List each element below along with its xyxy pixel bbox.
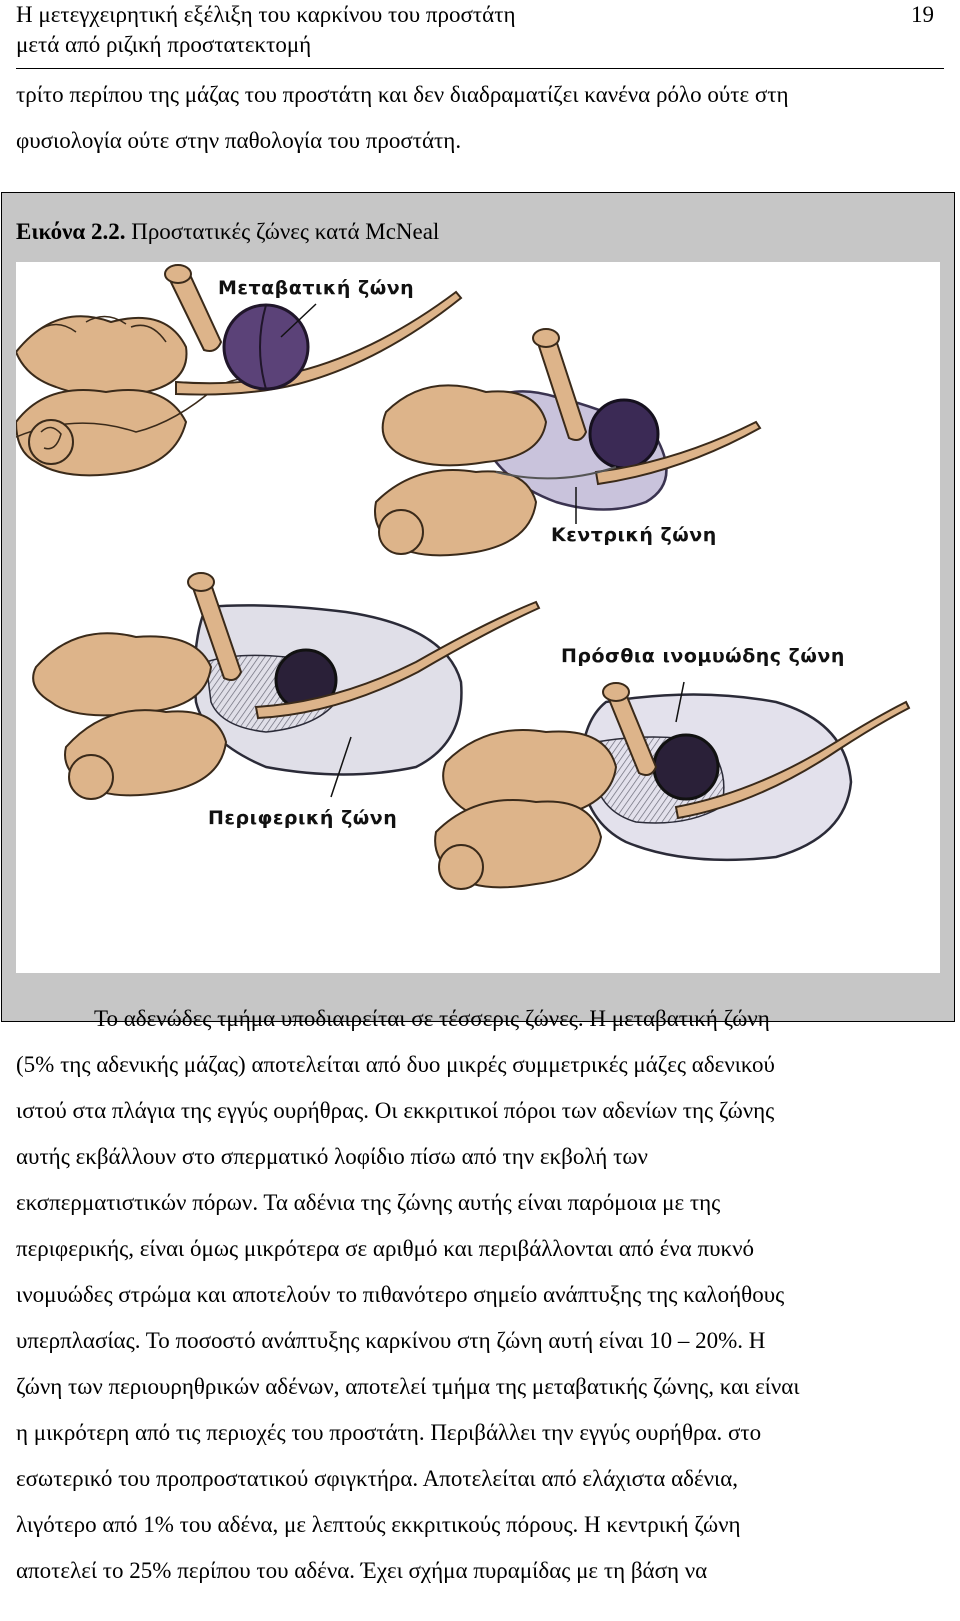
zone-label-peripheral: Περιφερική ζώνη xyxy=(208,807,398,829)
text-line: ιστού στα πλάγια της εγγύς ουρήθρας. Οι … xyxy=(16,1098,775,1123)
running-title-line-2: μετά από ριζική προστατεκτομή xyxy=(16,32,312,57)
text-line: εκσπερματιστικών πόρων. Τα αδένια της ζώ… xyxy=(16,1190,721,1215)
figure-caption: Εικόνα 2.2. Προστατικές ζώνες κατά McNea… xyxy=(16,217,439,247)
running-title: Η μετεγχειρητική εξέλιξη του καρκίνου το… xyxy=(16,0,515,60)
anterior-zone-diagram xyxy=(434,681,911,890)
text-line: περιφερικής, είναι όμως μικρότερα σε αρι… xyxy=(16,1236,754,1261)
zone-label-central: Κεντρική ζώνη xyxy=(551,524,717,546)
zone-label-transition: Μεταβατική ζώνη xyxy=(218,277,415,299)
peripheral-zone-diagram xyxy=(32,572,541,800)
text-line: λιγότερο από 1% του αδένα, με λεπτούς εκ… xyxy=(16,1512,741,1537)
figure-caption-text: Προστατικές ζώνες κατά McNeal xyxy=(131,219,440,244)
figure-label: Εικόνα 2.2. xyxy=(16,219,126,244)
text-line: (5% της αδενικής μάζας) αποτελείται από … xyxy=(16,1052,775,1077)
transition-zone-diagram xyxy=(14,264,463,477)
running-title-line-1: Η μετεγχειρητική εξέλιξη του καρκίνου το… xyxy=(16,2,516,27)
text-line: ινομυώδες στρώμα και αποτελούν το πιθανό… xyxy=(16,1282,785,1307)
central-zone-diagram xyxy=(374,328,762,557)
text-line: αυτής εκβάλλουν στο σπερματικό λοφίδιο π… xyxy=(16,1144,648,1169)
text-line: εσωτερικό του προπροστατικού σφιγκτήρα. … xyxy=(16,1466,739,1491)
intro-paragraph: τρίτο περίπου της μάζας του προστάτη και… xyxy=(16,72,936,164)
text-line: η μικρότερη από τις περιοχές του προστάτ… xyxy=(16,1420,762,1445)
text-line: φυσιολογία ούτε στην παθολογία του προστ… xyxy=(16,128,462,153)
running-header: Η μετεγχειρητική εξέλιξη του καρκίνου το… xyxy=(16,0,944,69)
text-line: Το αδενώδες τμήμα υποδιαιρείται σε τέσσε… xyxy=(94,1006,770,1031)
page-number: 19 xyxy=(911,2,934,27)
body-paragraph: Το αδενώδες τμήμα υποδιαιρείται σε τέσσε… xyxy=(16,996,936,1594)
text-line: τρίτο περίπου της μάζας του προστάτη και… xyxy=(16,82,789,107)
prostate-zones-illustration xyxy=(14,264,911,890)
figure-illustration: Μεταβατική ζώνη Κεντρική ζώνη Πρόσθια ιν… xyxy=(14,262,940,973)
text-line: ζώνη των περιουρηθρικών αδένων, αποτελεί… xyxy=(16,1374,800,1399)
text-line: υπερπλασίας. Το ποσοστό ανάπτυξης καρκίν… xyxy=(16,1328,766,1353)
text-line: αποτελεί το 25% περίπου του αδένα. Έχει … xyxy=(16,1558,708,1583)
zone-label-anterior: Πρόσθια ινομυώδης ζώνη xyxy=(561,645,845,667)
